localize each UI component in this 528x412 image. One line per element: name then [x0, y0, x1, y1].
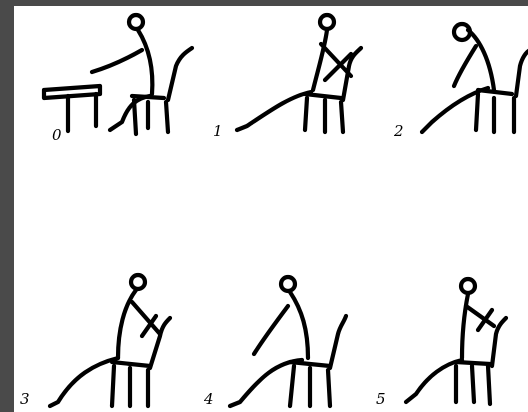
figure-0-drawing — [28, 6, 199, 206]
figure-2-stick-person-leaning-forward: 2 — [376, 6, 528, 206]
figure-5-stick-person-leg-lifted: 5 — [366, 206, 528, 406]
figure-3-drawing — [14, 206, 185, 406]
figure-1-drawing — [201, 6, 372, 206]
figure-4-label: 4 — [204, 392, 214, 407]
figure-1-stick-person-leg-extended: 1 — [201, 6, 372, 206]
figure-3-label: 3 — [20, 392, 30, 407]
figure-1-label: 1 — [213, 124, 223, 139]
figure-0-label: 0 — [52, 128, 62, 143]
figure-5-drawing — [366, 206, 528, 406]
figure-5-label: 5 — [376, 392, 386, 407]
illustration-sheet: 0 1 — [14, 6, 528, 412]
figure-2-drawing — [376, 6, 528, 206]
figure-0-stick-person-at-table: 0 — [28, 6, 199, 206]
figure-4-drawing — [190, 206, 361, 406]
figure-4-stick-person-reaching-knee: 4 — [190, 206, 361, 406]
figure-3-stick-person-arms-folded: 3 — [14, 206, 185, 406]
figure-2-label: 2 — [394, 124, 404, 139]
